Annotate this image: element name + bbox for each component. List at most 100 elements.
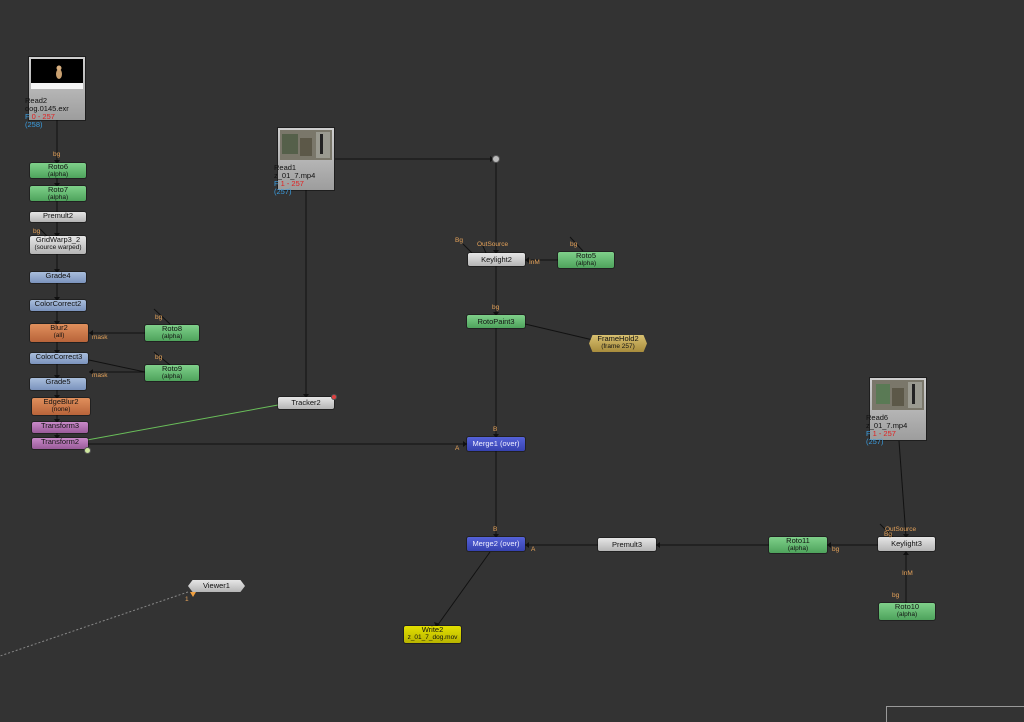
tracker2-indicator [332, 395, 336, 399]
pipe-label-bg: bg [53, 151, 61, 158]
rotopaint3-node[interactable]: RotoPaint3 [467, 315, 525, 328]
pipe[interactable] [153, 351, 171, 366]
gridwarp-node[interactable]: GridWarp3_2 (source warped) [30, 236, 86, 254]
edgeblur2-node[interactable]: EdgeBlur2 (none) [32, 398, 90, 415]
keylight2-node[interactable]: Keylight2 [468, 253, 525, 266]
roto11-node[interactable]: Roto11 (alpha) [769, 537, 827, 553]
premult3-label: Premult3 [611, 540, 642, 549]
grade4-label: Grade4 [45, 272, 71, 280]
dog-thumbnail-image [31, 59, 83, 89]
pipe[interactable] [462, 243, 473, 254]
read6-name: Read6 [866, 413, 889, 422]
pipe-label-inm: InM [529, 259, 540, 266]
roto5-node[interactable]: Roto5 (alpha) [558, 252, 614, 268]
blur2-node[interactable]: Blur2 (all) [30, 324, 88, 342]
merge2-node[interactable]: Merge2 (over) [467, 537, 525, 551]
roto8-node[interactable]: Roto8 (alpha) [145, 325, 199, 341]
transform3-label: Transform3 [40, 422, 80, 430]
merge1-node[interactable]: Merge1 (over) [467, 437, 525, 451]
pipe-label-bg: bg [492, 304, 500, 311]
room-thumbnail-image [872, 380, 924, 410]
roto7-sub: (alpha) [47, 194, 69, 201]
roto8-label: Roto8 [161, 325, 182, 333]
roto10-label: Roto10 [894, 603, 920, 611]
pipe[interactable] [569, 236, 584, 252]
viewer-input-label: 1 [185, 596, 189, 603]
read6-frames: (257) [866, 437, 884, 446]
roto10-node[interactable]: Roto10 (alpha) [879, 603, 935, 620]
grade5-label: Grade5 [45, 378, 71, 386]
pipe[interactable] [481, 243, 487, 254]
read1-thumbnail [280, 130, 332, 160]
pipe[interactable] [39, 228, 48, 237]
write2-sub: z_01_7_dog.mov [407, 634, 458, 641]
pipe-label-outsource: OutSource [477, 241, 509, 248]
read2-file: dog.0145.exr [25, 104, 69, 113]
framehold2-label: FrameHold2 [597, 334, 639, 343]
roto7-node[interactable]: Roto7 (alpha) [30, 186, 86, 201]
colorcorrect3-label: ColorCorrect3 [35, 353, 83, 361]
pipe-label-bg: bg [892, 592, 900, 599]
pipe[interactable] [88, 359, 146, 373]
roto9-node[interactable]: Roto9 (alpha) [145, 365, 199, 381]
colorcorrect3-node[interactable]: ColorCorrect3 [30, 353, 88, 364]
blur2-label: Blur2 [50, 324, 68, 332]
roto5-label: Roto5 [575, 252, 596, 260]
roto9-label: Roto9 [161, 365, 182, 373]
read1-frames: (257) [274, 187, 292, 196]
pipe[interactable] [436, 551, 491, 627]
gridwarp-label: GridWarp3_2 [35, 236, 81, 244]
pipe-label-B: B [493, 426, 498, 433]
transform3-node[interactable]: Transform3 [32, 422, 88, 433]
viewer1-label: Viewer1 [203, 581, 230, 590]
viewer1-node[interactable]: Viewer1 [188, 580, 245, 592]
read6-file: z_01_7.mp4 [866, 421, 908, 430]
tracker2-label: Tracker2 [291, 398, 321, 407]
framehold2-sub: (frame 257) [601, 343, 635, 350]
write2-label: Write2 [421, 626, 444, 634]
premult3-node[interactable]: Premult3 [598, 538, 656, 551]
pipe[interactable] [153, 308, 171, 325]
pipe-label-bg: bg [155, 314, 163, 321]
merge1-label: Merge1 (over) [472, 439, 520, 448]
dot-node[interactable] [493, 156, 499, 162]
pipe-label-mask: mask [92, 334, 108, 341]
pipe-label-outsource: OutSource [885, 526, 917, 533]
grade4-node[interactable]: Grade4 [30, 272, 86, 283]
pipe-label-A: A [455, 445, 460, 452]
pipe-label-Bg: Bg [455, 237, 463, 244]
pipe-label-Bg: Bg [884, 531, 892, 538]
edgeblur2-label: EdgeBlur2 [43, 398, 79, 406]
tracker2-node[interactable]: Tracker2 [278, 397, 334, 409]
pipe[interactable] [879, 523, 894, 538]
pipe[interactable] [524, 323, 594, 341]
transform2-handle[interactable] [85, 448, 90, 453]
keylight3-label: Keylight3 [891, 539, 922, 548]
pipe-label-inm: InM [902, 570, 913, 577]
roto11-label: Roto11 [786, 537, 810, 545]
navigator-corner[interactable] [886, 706, 1024, 722]
pipe[interactable] [898, 440, 907, 538]
framehold2-node[interactable]: FrameHold2 (frame 257) [589, 335, 647, 352]
write2-node[interactable]: Write2 z_01_7_dog.mov [404, 626, 461, 643]
roto10-sub: (alpha) [896, 611, 918, 618]
pipe-label-bg: bg [155, 354, 163, 361]
read1-name: Read1 [274, 163, 297, 172]
colorcorrect2-label: ColorCorrect2 [34, 300, 82, 308]
keylight3-node[interactable]: Keylight3 [878, 537, 935, 551]
grade5-node[interactable]: Grade5 [30, 378, 86, 390]
transform2-node[interactable]: Transform2 [32, 438, 88, 449]
read2-name: Read2 [25, 96, 48, 105]
pipe-viewer[interactable] [0, 591, 189, 657]
roto6-node[interactable]: Roto6 (alpha) [30, 163, 86, 178]
pipe-label-mask: mask [92, 372, 108, 379]
colorcorrect2-node[interactable]: ColorCorrect2 [30, 300, 86, 311]
premult2-node[interactable]: Premult2 [30, 212, 86, 222]
